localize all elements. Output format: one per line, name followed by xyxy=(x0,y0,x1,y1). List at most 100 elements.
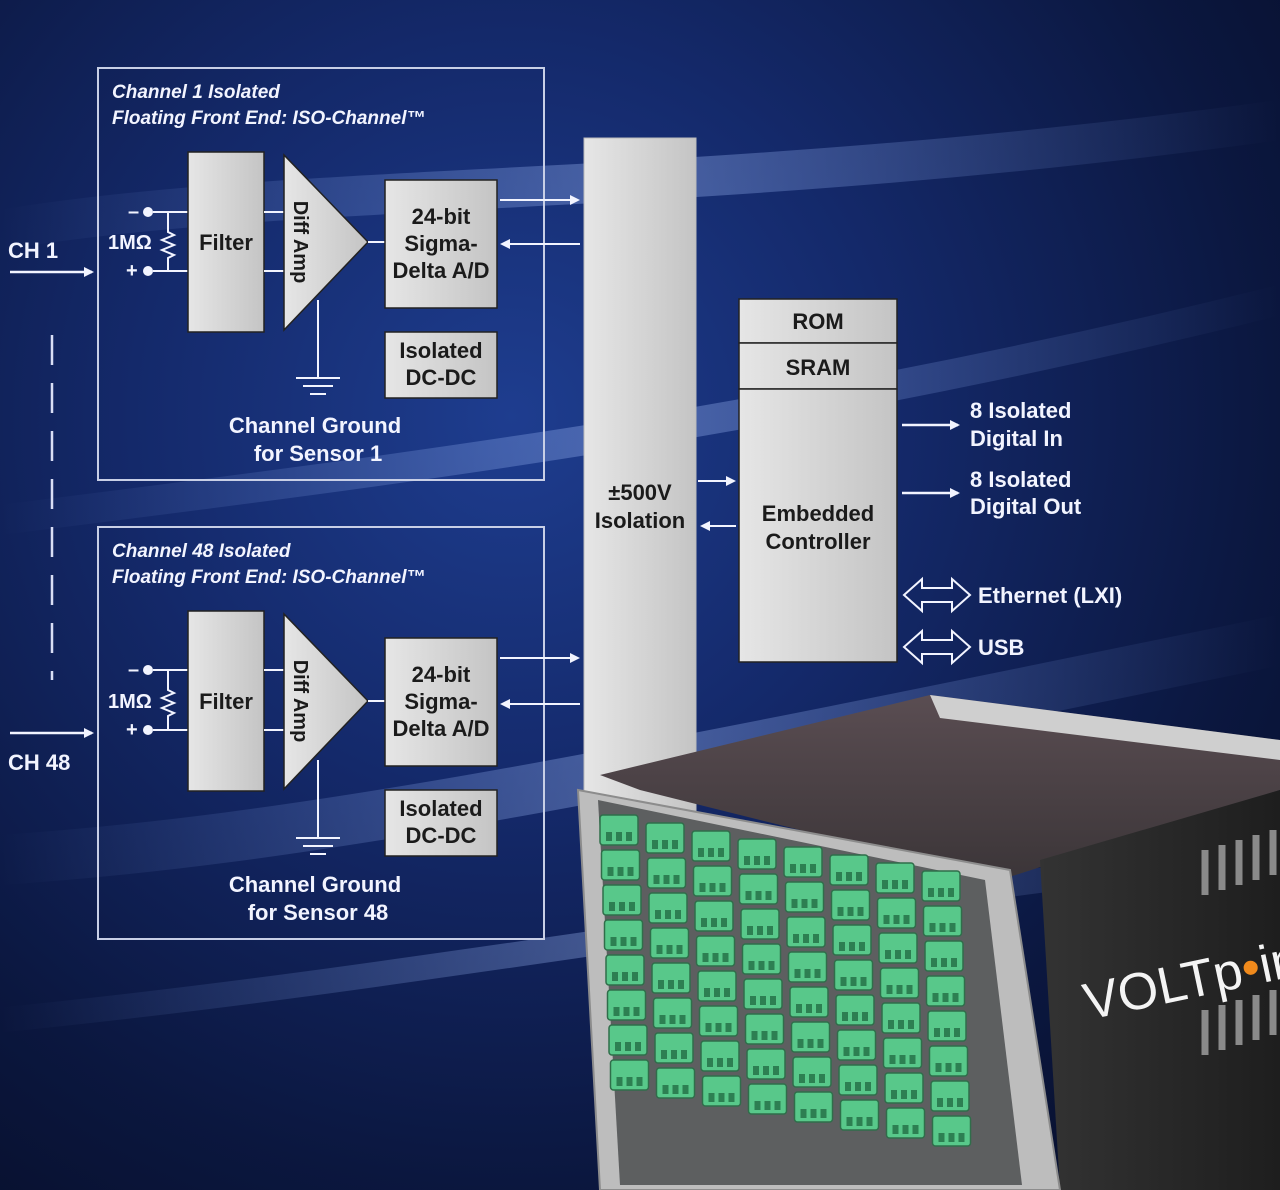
terminal-screw-slot xyxy=(895,950,901,959)
terminal-screw-slot xyxy=(756,891,762,900)
terminal-screw-slot xyxy=(654,875,660,884)
terminal-screw-slot xyxy=(660,1015,666,1024)
terminal-screw-slot xyxy=(622,972,628,981)
terminal-screw-slot xyxy=(657,945,663,954)
terminal-screw-slot xyxy=(716,1023,722,1032)
controller-outputs: 8 Isolated Digital In 8 Isolated Digital… xyxy=(902,398,1122,663)
terminal-screw-slot xyxy=(905,950,911,959)
channel-input-label: CH 1 xyxy=(8,238,58,263)
terminal-screw-slot xyxy=(862,1012,868,1021)
terminal-screw-slot xyxy=(662,840,668,849)
rom-label: ROM xyxy=(792,309,843,334)
terminal-minus: – xyxy=(128,201,139,223)
terminal-screw-slot xyxy=(951,958,957,967)
terminal-screw-slot xyxy=(819,1074,825,1083)
terminal-screw-slot xyxy=(631,937,637,946)
terminal-screw-slot xyxy=(754,856,760,865)
terminal-screw-slot xyxy=(948,888,954,897)
terminal-screw-slot xyxy=(632,972,638,981)
terminal-screw-slot xyxy=(652,840,658,849)
terminal-screw-slot xyxy=(615,1042,621,1051)
diff-amp-label: Diff Amp xyxy=(289,201,311,284)
terminal-screw-slot xyxy=(913,1125,919,1134)
terminal-screw-slot xyxy=(852,1012,858,1021)
terminal-screw-slot xyxy=(625,1042,631,1051)
terminal-screw-slot xyxy=(855,1082,861,1091)
terminal-screw-slot xyxy=(624,1007,630,1016)
terminal-screw-slot xyxy=(836,872,842,881)
terminal-screw-slot xyxy=(765,1101,771,1110)
terminal-screw-slot xyxy=(763,1066,769,1075)
terminal-screw-slot xyxy=(637,1077,643,1086)
terminal-screw-slot xyxy=(808,1039,814,1048)
adc-label-line2: Sigma- xyxy=(404,689,477,714)
terminal-screw-slot xyxy=(627,1077,633,1086)
dcdc-label-line2: DC-DC xyxy=(406,365,477,390)
terminal-screw-slot xyxy=(892,880,898,889)
terminal-screw-slot xyxy=(710,883,716,892)
terminal-screw-slot xyxy=(798,1039,804,1048)
terminal-screw-slot xyxy=(887,985,893,994)
terminal-screw-slot xyxy=(718,848,724,857)
terminal-screw-slot xyxy=(959,1133,965,1142)
terminal-screw-slot xyxy=(857,1117,863,1126)
voltpoint-device-image: VOLTp•int xyxy=(578,695,1280,1190)
terminal-screw-slot xyxy=(726,1023,732,1032)
terminal-screw-slot xyxy=(671,1050,677,1059)
terminal-screw-slot xyxy=(901,1090,907,1099)
terminal-screw-slot xyxy=(720,883,726,892)
channel-title-line2: Floating Front End: ISO-Channel™ xyxy=(112,567,425,588)
terminal-plus: + xyxy=(126,719,138,741)
terminal-screw-slot xyxy=(766,891,772,900)
terminal-screw-slot xyxy=(655,910,661,919)
dcdc-label-line2: DC-DC xyxy=(406,823,477,848)
terminal-screw-slot xyxy=(806,1004,812,1013)
dcdc-label-line1: Isolated xyxy=(399,796,482,821)
terminal-screw-slot xyxy=(894,915,900,924)
controller-label-line2: Controller xyxy=(765,529,871,554)
terminal-screw-slot xyxy=(934,1028,940,1037)
terminal-screw-slot xyxy=(750,996,756,1005)
terminal-screw-slot xyxy=(727,1058,733,1067)
terminal-screw-slot xyxy=(956,1063,962,1072)
terminal-screw-slot xyxy=(675,910,681,919)
terminal-screw-slot xyxy=(672,840,678,849)
terminal-plus-dot xyxy=(143,266,153,276)
controller-block: ROM SRAM Embedded Controller xyxy=(739,299,897,662)
terminal-screw-slot xyxy=(713,953,719,962)
terminal-screw-slot xyxy=(799,1074,805,1083)
terminal-screw-slot xyxy=(931,958,937,967)
terminal-screw-slot xyxy=(937,1098,943,1107)
terminal-screw-slot xyxy=(842,1012,848,1021)
terminal-screw-slot xyxy=(683,1085,689,1094)
terminal-screw-slot xyxy=(930,923,936,932)
terminal-screw-slot xyxy=(802,899,808,908)
terminal-screw-slot xyxy=(796,1004,802,1013)
terminal-screw-slot xyxy=(943,993,949,1002)
terminal-screw-slot xyxy=(618,867,624,876)
terminal-screw-slot xyxy=(882,880,888,889)
terminal-screw-slot xyxy=(865,1082,871,1091)
terminal-screw-slot xyxy=(719,1093,725,1102)
terminal-screw-slot xyxy=(677,945,683,954)
terminal-screw-slot xyxy=(907,985,913,994)
terminal-screw-slot xyxy=(854,1047,860,1056)
terminal-screw-slot xyxy=(755,1101,761,1110)
dcdc-label-line1: Isolated xyxy=(399,338,482,363)
terminal-screw-slot xyxy=(795,969,801,978)
terminal-screw-slot xyxy=(775,1101,781,1110)
terminal-screw-slot xyxy=(954,1028,960,1037)
terminal-screw-slot xyxy=(673,1085,679,1094)
adc-label-line3: Delta A/D xyxy=(393,716,490,741)
terminal-screw-slot xyxy=(890,1055,896,1064)
terminal-screw-slot xyxy=(752,1031,758,1040)
terminal-screw-slot xyxy=(769,961,775,970)
terminal-screw-slot xyxy=(903,1125,909,1134)
digital-out-line1: 8 Isolated xyxy=(970,467,1071,492)
terminal-screw-slot xyxy=(911,1090,917,1099)
terminal-screw-slot xyxy=(674,875,680,884)
terminal-screw-slot xyxy=(616,832,622,841)
terminal-screw-slot xyxy=(849,942,855,951)
ground-icon xyxy=(296,378,340,394)
